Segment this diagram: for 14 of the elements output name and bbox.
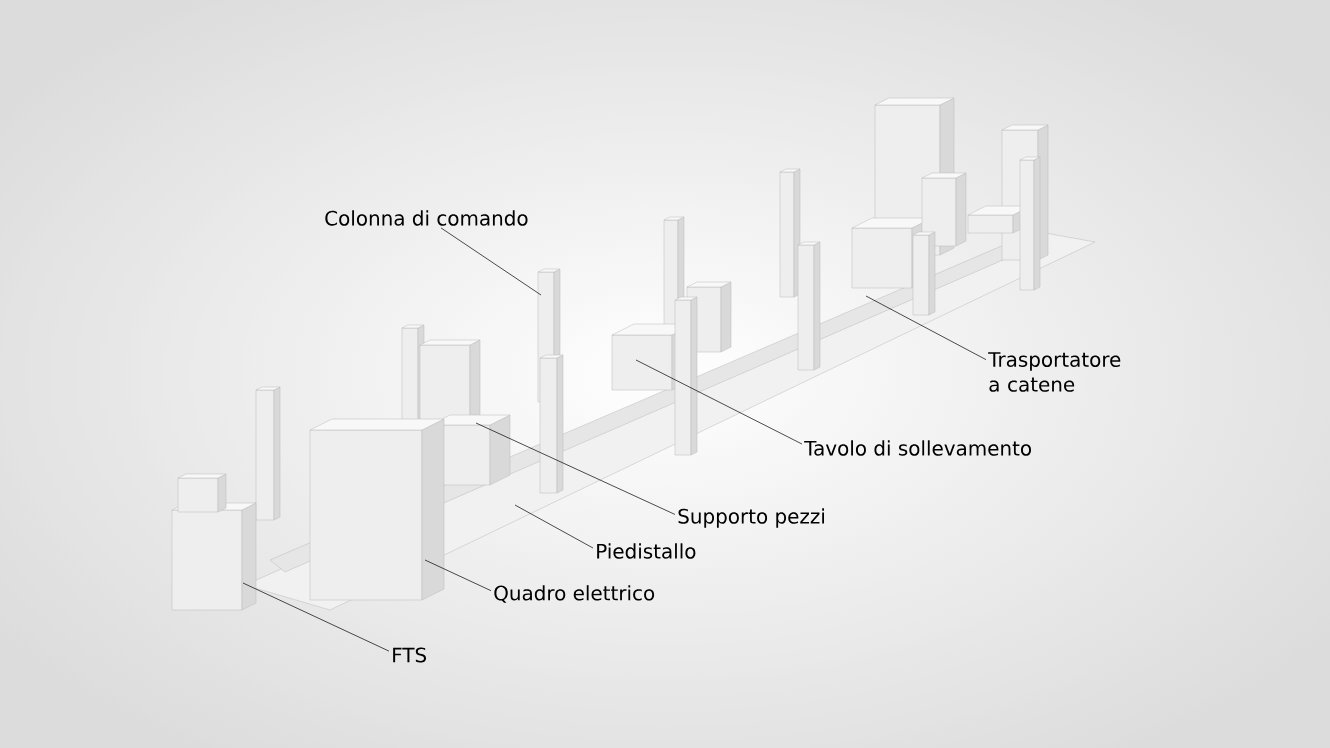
label-text: Tavolo di sollevamento [804, 440, 1031, 456]
label-text: Trasportatore a catene [988, 352, 1121, 392]
leader-line [635, 359, 803, 445]
leader-line [242, 582, 390, 652]
leader-line [475, 422, 676, 515]
label-text: Supporto pezzi [678, 508, 824, 528]
label-text: FTS [393, 647, 427, 663]
leader-line [440, 227, 542, 296]
leader-line [424, 559, 492, 592]
label-text: Quadro elettrico [494, 585, 655, 603]
label-text: Piedistallo [597, 543, 696, 559]
label-text: Colonna di comando [325, 210, 528, 226]
leader-line [865, 295, 987, 360]
leader-line [514, 504, 594, 549]
